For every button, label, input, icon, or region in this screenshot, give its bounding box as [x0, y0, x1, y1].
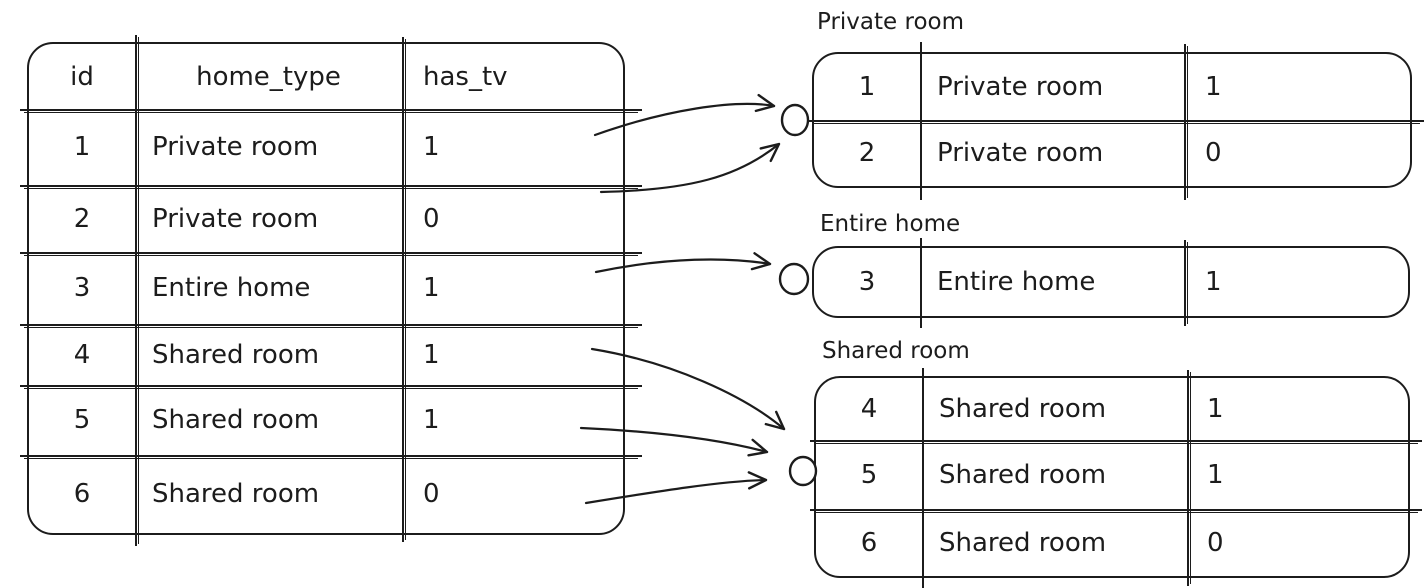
cell-id: 6	[73, 479, 91, 509]
group-table-grid: 3 Entire home 1	[814, 248, 1408, 316]
row-divider	[20, 324, 642, 329]
cell-home-type: Shared room	[152, 339, 320, 370]
cell-has-tv: 1	[423, 405, 440, 435]
source-table: id home_type has_tv 1 Private room 1 2 P…	[20, 35, 642, 546]
cell-home-type: Shared room	[939, 527, 1107, 558]
connector-dot-shared-room	[788, 455, 818, 487]
column-header-id: id	[70, 61, 94, 92]
cell-id: 5	[73, 405, 91, 435]
cell-id: 3	[858, 267, 876, 297]
source-table-grid: id home_type has_tv 1 Private room 1 2 P…	[29, 44, 623, 533]
group-table-grid: 1 Private room 1 2 Private room 0	[814, 54, 1410, 186]
row-divider	[20, 455, 642, 460]
cell-id: 6	[860, 527, 878, 558]
row-divider	[810, 440, 1422, 445]
cell-home-type: Entire home	[152, 273, 311, 303]
cell-has-tv: 1	[1205, 72, 1222, 102]
group-label-entire-home: Entire home	[820, 211, 961, 237]
cell-has-tv: 1	[423, 339, 440, 370]
cell-has-tv: 1	[423, 132, 440, 162]
cell-home-type: Private room	[937, 72, 1104, 102]
column-header-has-tv: has_tv	[423, 61, 508, 92]
cell-home-type: Entire home	[937, 267, 1096, 297]
cell-home-type: Private room	[152, 203, 319, 234]
cell-id: 3	[73, 273, 91, 303]
cell-has-tv: 1	[1205, 267, 1222, 297]
cell-has-tv: 1	[1207, 394, 1224, 424]
row-divider	[20, 185, 642, 190]
cell-has-tv: 0	[423, 479, 440, 509]
cell-has-tv: 0	[1207, 527, 1224, 558]
cell-has-tv: 0	[423, 203, 440, 234]
group-label-private-room: Private room	[817, 9, 964, 35]
cell-has-tv: 1	[1207, 459, 1224, 490]
row-divider	[20, 252, 642, 257]
connector-dot-entire-home	[778, 262, 810, 296]
group-label-shared-room: Shared room	[822, 338, 970, 364]
column-divider	[920, 238, 922, 328]
group-table-private-room: 1 Private room 1 2 Private room 0	[808, 42, 1424, 200]
cell-home-type: Shared room	[939, 459, 1107, 490]
group-table-entire-home: 3 Entire home 1	[812, 238, 1410, 328]
group-table-shared-room: 4 Shared room 1 5 Shared room 1 6 Shared…	[810, 368, 1422, 588]
column-header-home-type: home_type	[196, 61, 341, 92]
cell-id: 1	[73, 132, 91, 162]
row-divider	[810, 509, 1422, 514]
column-divider	[1187, 370, 1192, 586]
cell-home-type: Shared room	[939, 394, 1107, 424]
column-divider	[402, 37, 407, 542]
cell-has-tv: 1	[423, 273, 440, 303]
column-divider	[1184, 44, 1189, 200]
row-divider	[808, 120, 1424, 125]
row-divider	[20, 385, 642, 390]
cell-home-type: Shared room	[152, 405, 320, 435]
column-divider	[922, 368, 924, 588]
cell-id: 5	[860, 459, 878, 490]
cell-home-type: Private room	[152, 132, 319, 162]
cell-id: 2	[858, 138, 876, 168]
cell-home-type: Shared room	[152, 479, 320, 509]
connector-dot-private-room	[780, 103, 810, 137]
cell-id: 1	[858, 72, 876, 102]
cell-id: 4	[860, 394, 878, 424]
column-divider	[135, 35, 140, 546]
group-table-grid: 4 Shared room 1 5 Shared room 1 6 Shared…	[816, 378, 1408, 576]
cell-home-type: Private room	[937, 138, 1104, 168]
column-divider	[1184, 240, 1189, 326]
cell-id: 4	[73, 339, 91, 370]
row-divider	[20, 109, 642, 114]
cell-has-tv: 0	[1205, 138, 1222, 168]
cell-id: 2	[73, 203, 91, 234]
